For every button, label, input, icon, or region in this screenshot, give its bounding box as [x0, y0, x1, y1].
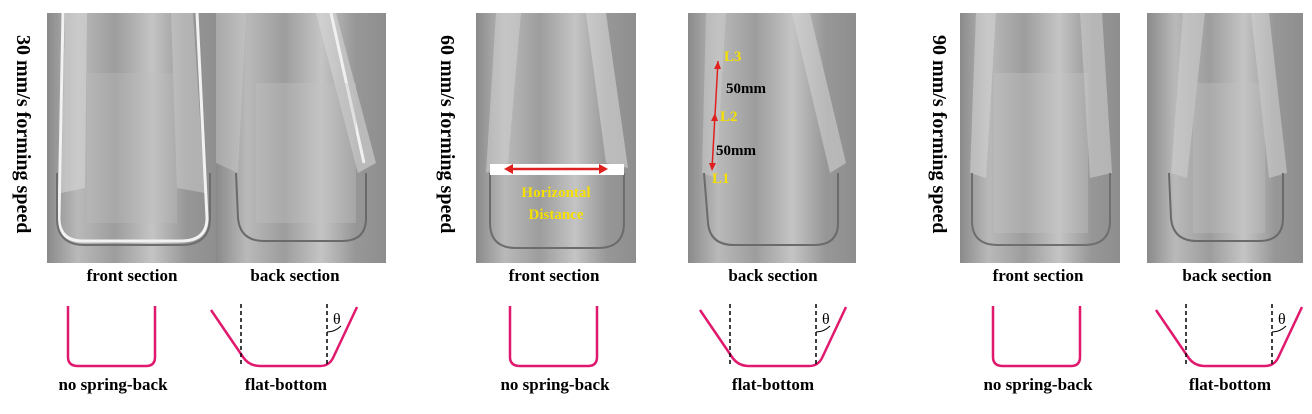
back-section-caption: back section: [1182, 266, 1272, 285]
flat-bottom-caption: flat-bottom: [731, 375, 815, 394]
front-section-caption: front section: [508, 266, 600, 285]
channel-photo-back: [1168, 13, 1287, 242]
l1-label: L1: [712, 171, 730, 187]
back-section-photo: [1147, 13, 1303, 263]
horizontal-distance-label: Horizontal: [521, 185, 590, 201]
no-spring-back-caption: no spring-back: [58, 375, 168, 394]
speed-label: 60 mm/s forming speed: [436, 35, 458, 234]
channel-photo-back: [216, 13, 376, 242]
no-spring-back-profile: [66, 306, 157, 368]
channel-photo-front: [970, 13, 1112, 246]
theta-label: θ: [333, 311, 341, 328]
no-spring-back-caption: no spring-back: [500, 375, 610, 394]
lower-gap-label: 50mm: [716, 143, 756, 159]
channel-photo-back: L3 L2 L1 50mm 50mm: [702, 13, 846, 246]
front-section-photo: Horizontal Distance: [476, 13, 636, 263]
flat-bottom-profile: θ: [698, 304, 848, 368]
back-section-caption: back section: [250, 266, 340, 285]
l3-label: L3: [724, 49, 742, 65]
front-section-photo: [960, 13, 1120, 263]
front-section-caption: front section: [86, 266, 178, 285]
no-spring-back-profile: [991, 306, 1082, 368]
channel-photo-front: [56, 13, 211, 246]
flat-bottom-caption: flat-bottom: [244, 375, 328, 394]
no-spring-back-caption: no spring-back: [983, 375, 1093, 394]
upper-gap-label: 50mm: [726, 81, 766, 97]
back-section-photo: L3 L2 L1 50mm 50mm: [688, 13, 856, 263]
front-section-caption: front section: [992, 266, 1084, 285]
speed-label: 30 mm/s forming speed: [12, 35, 34, 234]
flat-bottom-caption: flat-bottom: [1188, 375, 1272, 394]
no-spring-back-profile: [508, 306, 599, 368]
flat-bottom-profile: θ: [1154, 304, 1304, 368]
l2-label: L2: [720, 109, 738, 125]
theta-label: θ: [1278, 311, 1286, 328]
speed-label: 90 mm/s forming speed: [928, 35, 950, 234]
channel-photo-front: Horizontal Distance: [486, 13, 628, 249]
theta-label: θ: [822, 311, 830, 328]
flat-bottom-profile: θ: [209, 304, 359, 368]
back-section-caption: back section: [728, 266, 818, 285]
back-section-photo: [216, 13, 386, 263]
horizontal-distance-label: Distance: [529, 207, 584, 223]
front-section-photo: [47, 13, 217, 263]
